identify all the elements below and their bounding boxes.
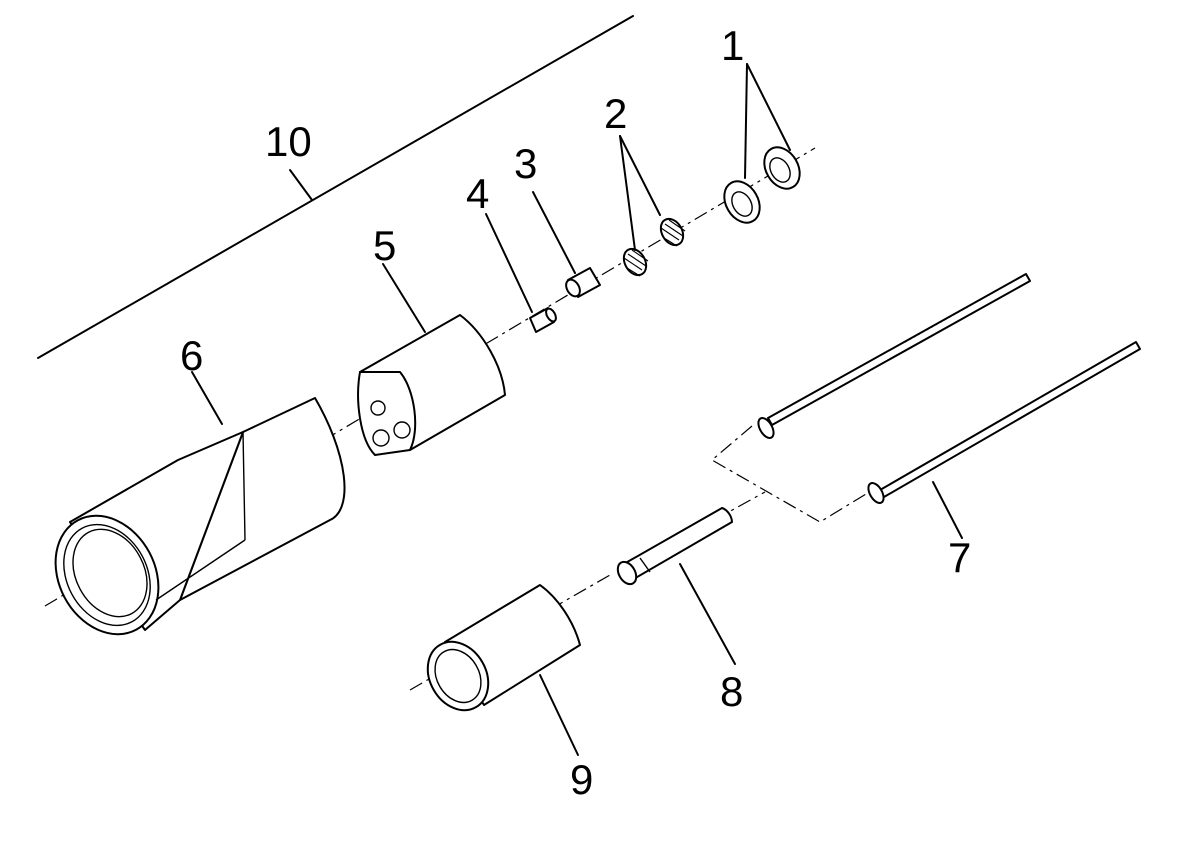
callout-7: 7 — [948, 534, 971, 581]
seal-a — [723, 180, 761, 224]
spring-a — [622, 247, 649, 277]
callout-4: 4 — [466, 170, 489, 217]
leader-lines — [191, 63, 963, 756]
part-3-sleeve — [565, 267, 601, 298]
screw-lower — [867, 341, 1141, 504]
callout-2: 2 — [604, 90, 627, 137]
callout-10: 10 — [265, 118, 312, 165]
seal-b — [763, 146, 801, 190]
part-5-body — [357, 314, 506, 456]
part-4-pin — [529, 307, 557, 333]
screw-upper — [757, 273, 1031, 439]
part-2-springs — [622, 217, 686, 277]
part-7-screws — [757, 273, 1141, 504]
spring-b — [659, 217, 686, 247]
part-6-sleeve — [54, 397, 346, 636]
callout-6: 6 — [180, 332, 203, 379]
callout-5: 5 — [373, 222, 396, 269]
callout-1: 1 — [721, 22, 744, 69]
callout-9: 9 — [570, 756, 593, 803]
callout-8: 8 — [720, 668, 743, 715]
callout-3: 3 — [514, 140, 537, 187]
part-9-extension — [426, 584, 581, 712]
part-1-seals — [723, 146, 801, 224]
part-8-stem — [616, 507, 733, 586]
wall-surface — [37, 15, 634, 359]
callouts: 1 2 3 4 5 6 7 8 9 10 — [180, 22, 971, 803]
